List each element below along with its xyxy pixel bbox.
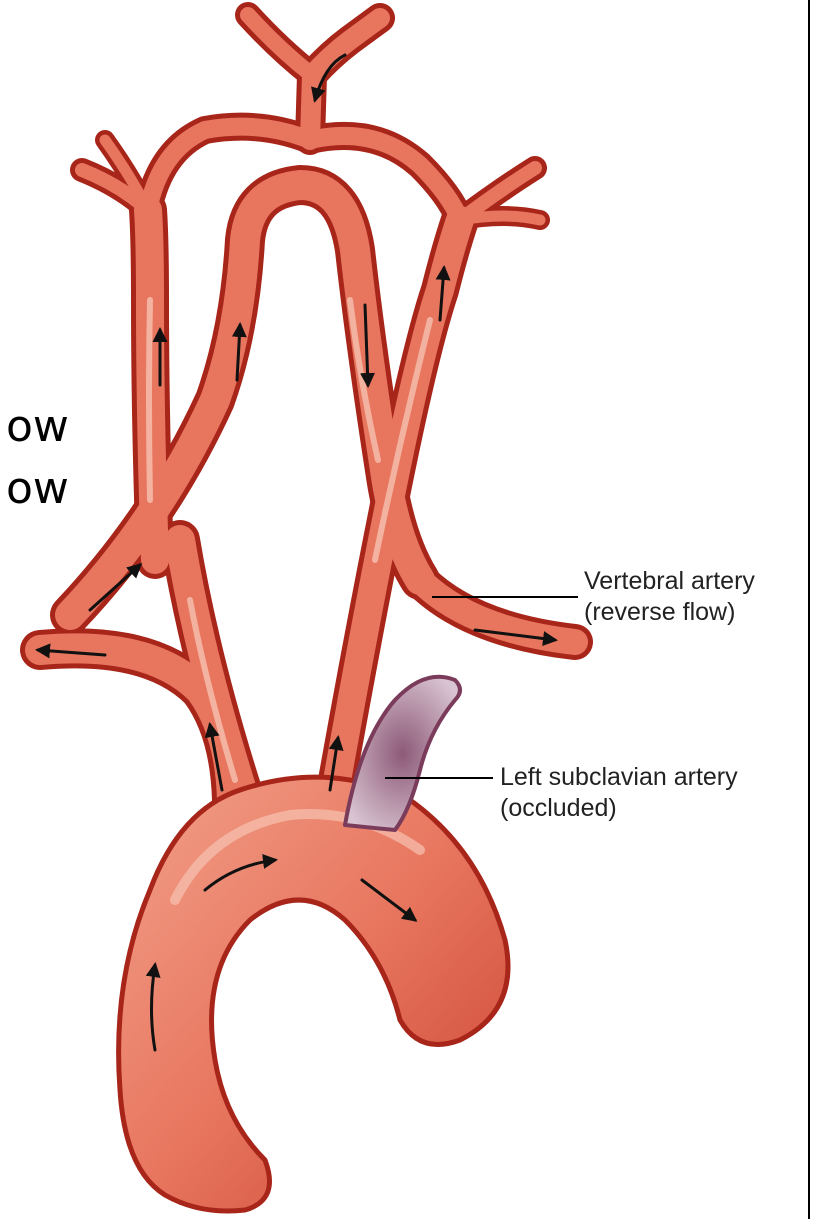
subclavian-leader-line: [385, 777, 493, 779]
slide-text-line-1: ow: [6, 405, 69, 449]
vertebral-leader-line: [432, 596, 578, 598]
subclavian-artery-label-line1: Left subclavian artery: [500, 762, 738, 793]
vertebral-artery-label-line2: (reverse flow): [584, 597, 755, 628]
subclavian-artery-label-line2: (occluded): [500, 793, 738, 824]
vessel-fills: [40, 15, 575, 820]
vertebral-artery-label: Vertebral artery (reverse flow): [584, 566, 755, 629]
vertebral-artery-label-line1: Vertebral artery: [584, 566, 755, 597]
right-border-line: [808, 0, 810, 1219]
slide-text-line-2: ow: [6, 467, 69, 511]
subclavian-artery-label: Left subclavian artery (occluded): [500, 762, 738, 825]
aortic-arch: [119, 777, 508, 1211]
